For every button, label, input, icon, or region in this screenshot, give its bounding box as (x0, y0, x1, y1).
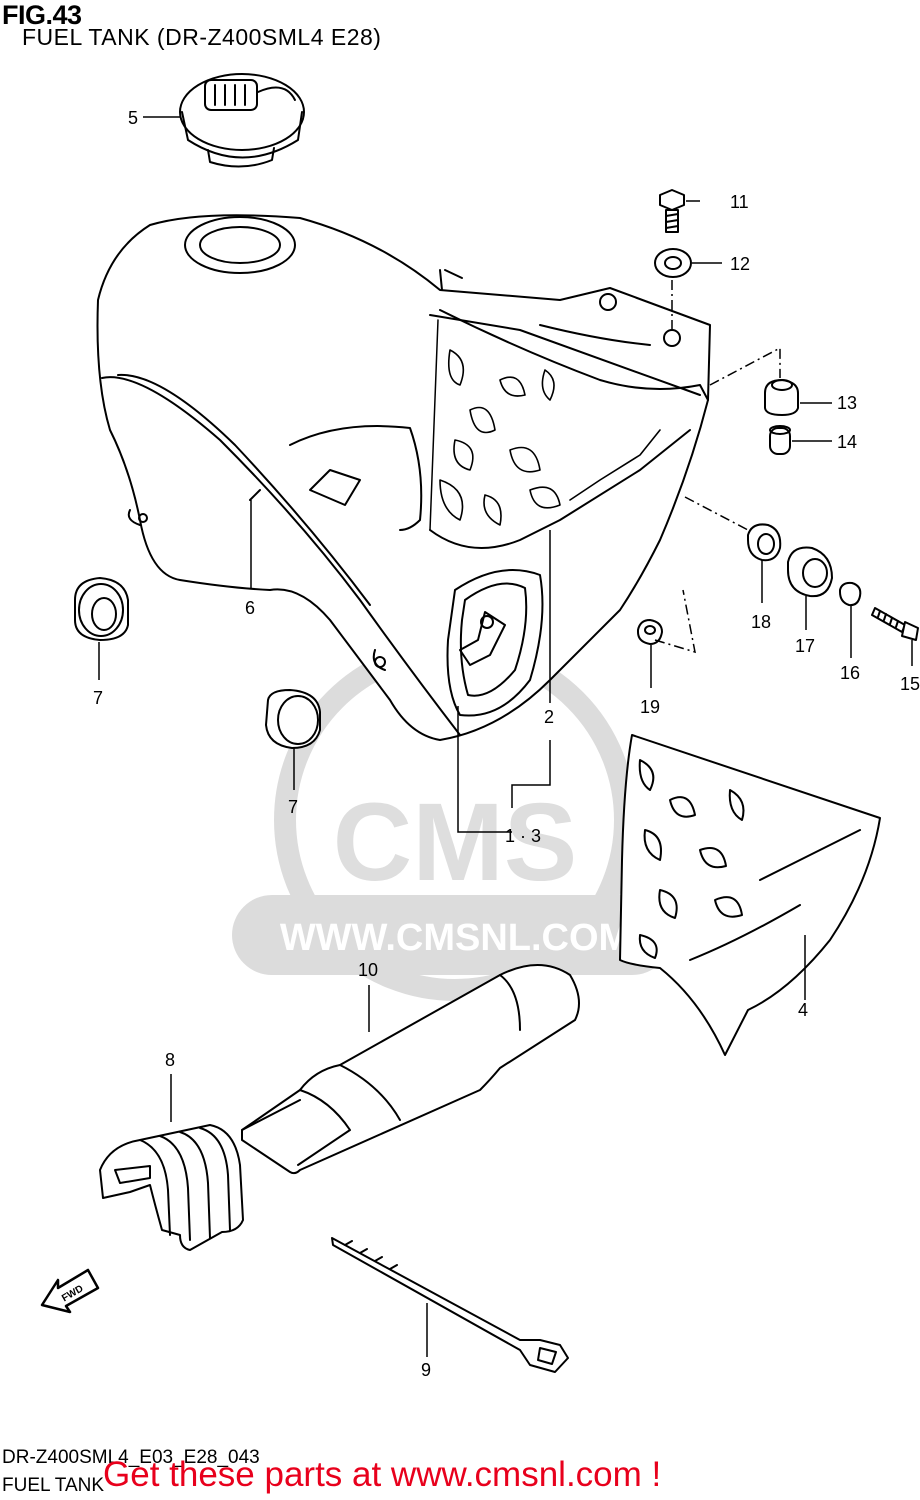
callout-15: 15 (900, 674, 920, 694)
bolt-part (659, 189, 685, 233)
collar-small-part (839, 581, 862, 607)
collar-part (769, 425, 791, 455)
forward-arrow-icon: FWD (40, 1268, 100, 1314)
protector-tube-part (241, 964, 580, 1175)
callout-14: 14 (837, 432, 857, 452)
cushion-small-part (747, 523, 782, 562)
watermark-url: WWW.CMSNL.COM (280, 917, 630, 959)
fuel-cap-part (179, 73, 305, 168)
callout-7-lower: 7 (288, 797, 298, 817)
diagram-code: DR-Z400SML4_E03_E28_043 (2, 1447, 260, 1468)
cushion-block-part (99, 1124, 244, 1251)
tank-bolt-part (871, 607, 919, 641)
callout-13: 13 (837, 393, 857, 413)
cmsnl-watermark: CMS WWW.CMSNL.COM (232, 639, 672, 1001)
cushion-upper-part (74, 577, 129, 641)
callout-8: 8 (165, 1050, 175, 1070)
callout-6: 6 (245, 598, 255, 618)
callout-16: 16 (840, 663, 860, 683)
callout-labels: 1 · 3 2 4 5 6 7 7 8 9 10 11 12 13 14 15 … (93, 108, 920, 1380)
cushion-lower-part (265, 689, 321, 749)
callout-2: 2 (544, 707, 554, 727)
callout-10: 10 (358, 960, 378, 980)
callout-11: 11 (730, 192, 749, 212)
bush-part (764, 379, 799, 416)
fuel-tank-body (96, 214, 711, 741)
tank-strip-part (249, 489, 261, 501)
watermark-logo: CMS (333, 781, 577, 904)
callout-1-3: 1 · 3 (505, 826, 541, 846)
callout-12: 12 (730, 254, 750, 274)
figure-number: FIG.43 (2, 0, 82, 30)
callout-9: 9 (421, 1360, 431, 1380)
callout-17: 17 (795, 636, 815, 656)
grommet-part (654, 248, 692, 278)
callout-4: 4 (798, 1000, 808, 1020)
callout-7-upper: 7 (93, 688, 103, 708)
cushion-large-part (787, 546, 833, 598)
leader-lines (98, 116, 913, 1357)
figure-title: FUEL TANK (DR-Z400SML4 E28) (22, 24, 382, 50)
side-cover-part (619, 734, 881, 1056)
diagram-name: FUEL TANK (2, 1475, 105, 1496)
promo-link[interactable]: Get these parts at www.cmsnl.com ! (103, 1455, 662, 1494)
callout-18: 18 (751, 612, 771, 632)
callout-5: 5 (128, 108, 138, 128)
tank-decal-graphic (439, 349, 661, 526)
nut-part (637, 619, 663, 645)
callout-19: 19 (640, 697, 660, 717)
cable-tie-part (331, 1237, 569, 1373)
